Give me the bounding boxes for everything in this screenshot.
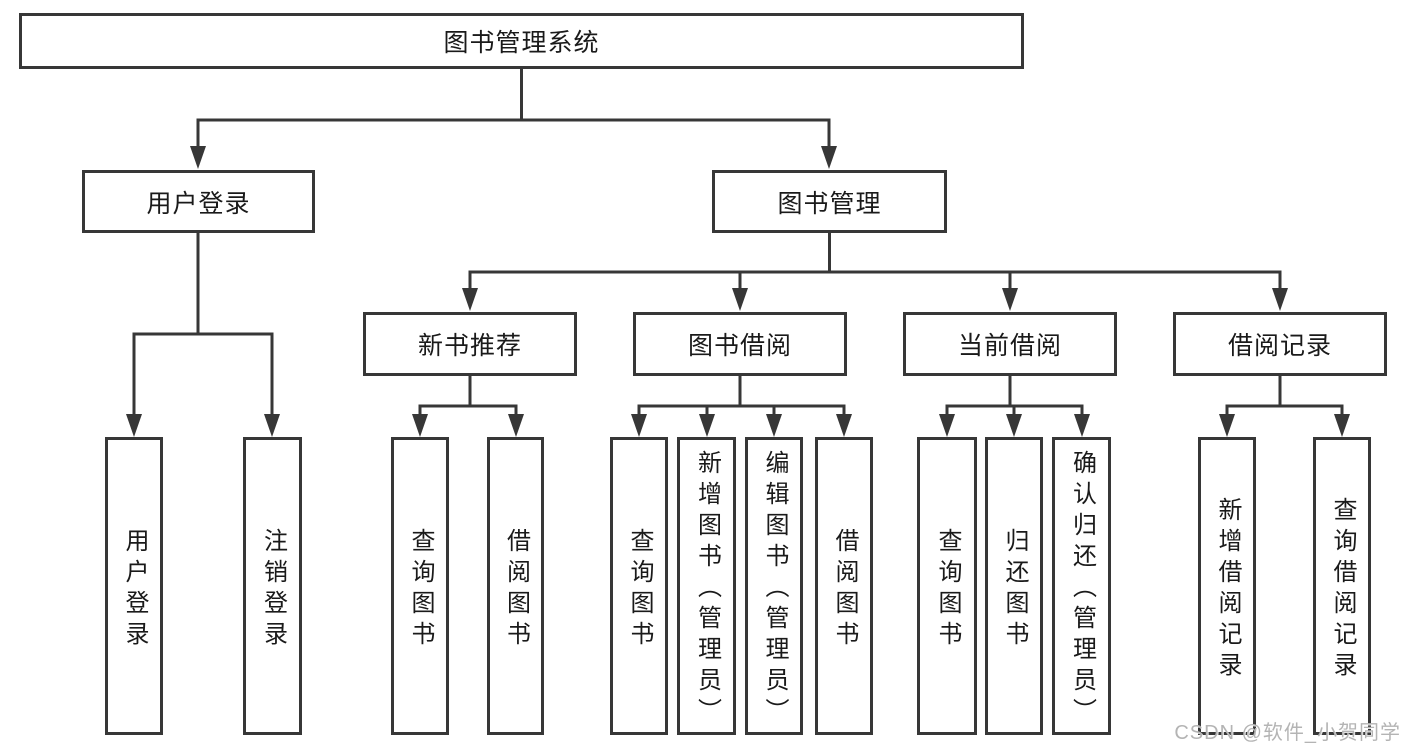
node-query-books-current: 查询图书 <box>917 437 977 735</box>
node-return-books: 归还图书 <box>985 437 1043 735</box>
node-label: 借阅记录 <box>1227 332 1332 360</box>
node-label: 查询借阅记录 <box>1329 496 1356 683</box>
node-label: 查询图书 <box>934 527 961 652</box>
node-query-borrow-record: 查询借阅记录 <box>1313 437 1371 735</box>
node-label: 编辑图书（管理员） <box>761 450 788 729</box>
node-book-borrowing: 图书借阅 <box>633 312 847 376</box>
node-edit-books-admin: 编辑图书（管理员） <box>745 437 803 735</box>
node-confirm-return-admin: 确认归还（管理员） <box>1052 437 1111 735</box>
node-label: 新增借阅记录 <box>1214 496 1241 683</box>
node-label: 图书管理 <box>777 189 882 218</box>
node-label: 查询图书 <box>407 527 434 652</box>
arrowheads <box>126 146 1350 437</box>
node-label: 借阅图书 <box>502 527 530 652</box>
node-query-books-recommend: 查询图书 <box>391 437 449 735</box>
node-label: 当前借阅 <box>957 332 1062 360</box>
node-borrow-books-recommend: 借阅图书 <box>487 437 544 735</box>
node-label: 新增图书（管理员） <box>693 450 721 729</box>
node-label: 注销登录 <box>259 527 287 652</box>
node-label: 用户登录 <box>146 189 251 218</box>
node-borrow-books-borrowing: 借阅图书 <box>815 437 873 735</box>
node-logout: 注销登录 <box>243 437 302 735</box>
node-label: 新书推荐 <box>417 332 522 360</box>
node-label: 查询图书 <box>626 527 653 652</box>
node-label: 用户登录 <box>121 527 148 652</box>
node-label: 图书借阅 <box>687 332 792 360</box>
node-add-borrow-record: 新增借阅记录 <box>1198 437 1256 735</box>
node-user-login-group: 用户登录 <box>82 170 315 233</box>
node-library-system: 图书管理系统 <box>19 13 1024 69</box>
watermark-csdn: CSDN @软件_小贺同学 <box>1174 722 1401 744</box>
node-query-books-borrowing: 查询图书 <box>610 437 668 735</box>
node-label: 图书管理系统 <box>443 29 600 57</box>
node-label: 确认归还（管理员） <box>1068 450 1096 729</box>
node-book-management: 图书管理 <box>712 170 947 233</box>
node-label: 借阅图书 <box>831 527 858 652</box>
node-label: 归还图书 <box>1001 527 1028 652</box>
node-add-books-admin: 新增图书（管理员） <box>677 437 736 735</box>
node-user-login: 用户登录 <box>105 437 163 735</box>
node-current-borrowing: 当前借阅 <box>903 312 1117 376</box>
node-borrow-records: 借阅记录 <box>1173 312 1387 376</box>
node-new-book-recommend: 新书推荐 <box>363 312 577 376</box>
